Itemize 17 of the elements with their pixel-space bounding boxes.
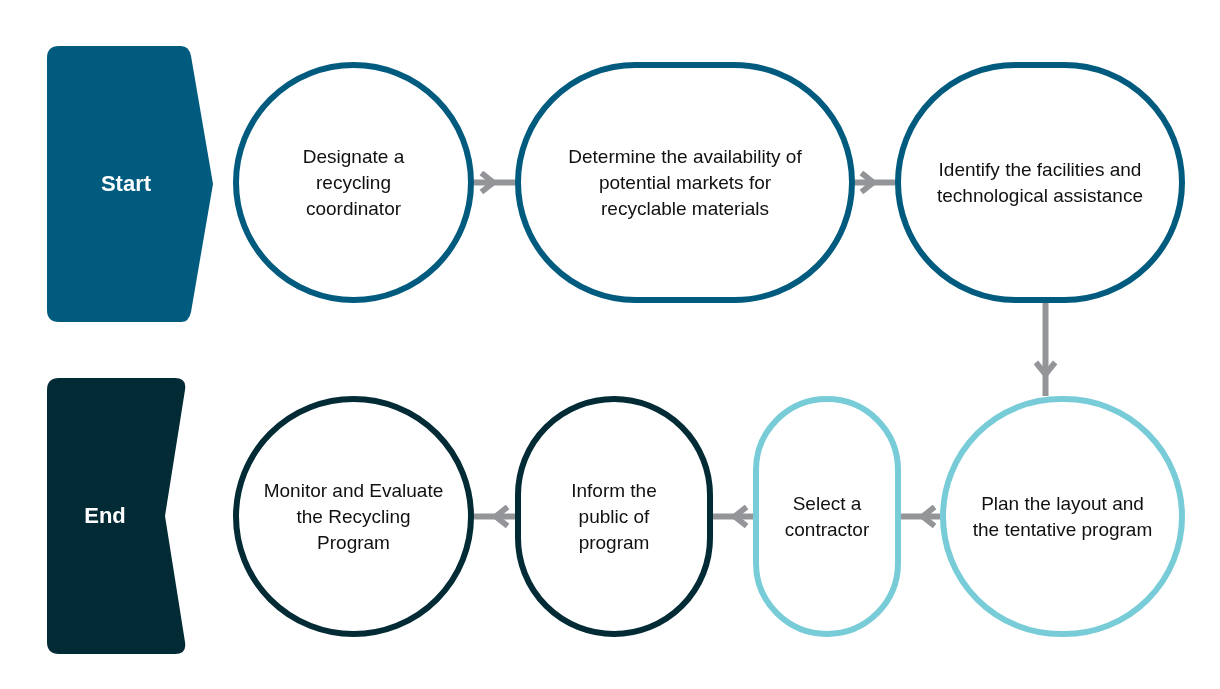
arrow xyxy=(474,170,515,195)
step-text: Plan the layout and the tentative program xyxy=(971,491,1154,542)
step-text: Monitor and Evaluate the Recycling Program xyxy=(263,478,444,555)
arrow xyxy=(713,504,753,529)
start-banner xyxy=(47,46,213,322)
terminal-label: Start xyxy=(100,171,152,197)
step-text: Identify the facilities and technological assistance xyxy=(936,157,1144,208)
step-text: Inform the public of program xyxy=(570,478,658,555)
end-banner xyxy=(47,378,187,654)
arrow xyxy=(855,170,895,195)
arrow xyxy=(1033,303,1058,396)
arrow xyxy=(474,504,515,529)
step-text: Select a contractor xyxy=(783,491,871,542)
terminal-label: End xyxy=(84,503,126,529)
step-text: Designate a recycling coordinator xyxy=(301,144,406,221)
arrow xyxy=(901,504,940,529)
step-text: Determine the availability of potential markets for recyclable materials xyxy=(567,144,803,221)
